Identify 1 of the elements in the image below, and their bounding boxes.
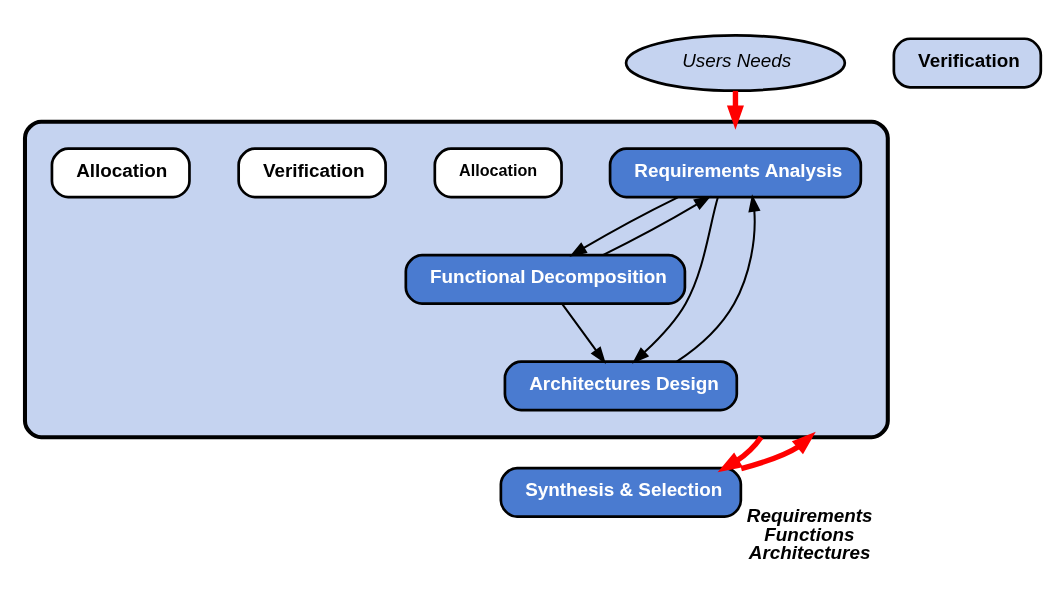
edge-label: Requirements Functions Architectures	[746, 504, 873, 563]
